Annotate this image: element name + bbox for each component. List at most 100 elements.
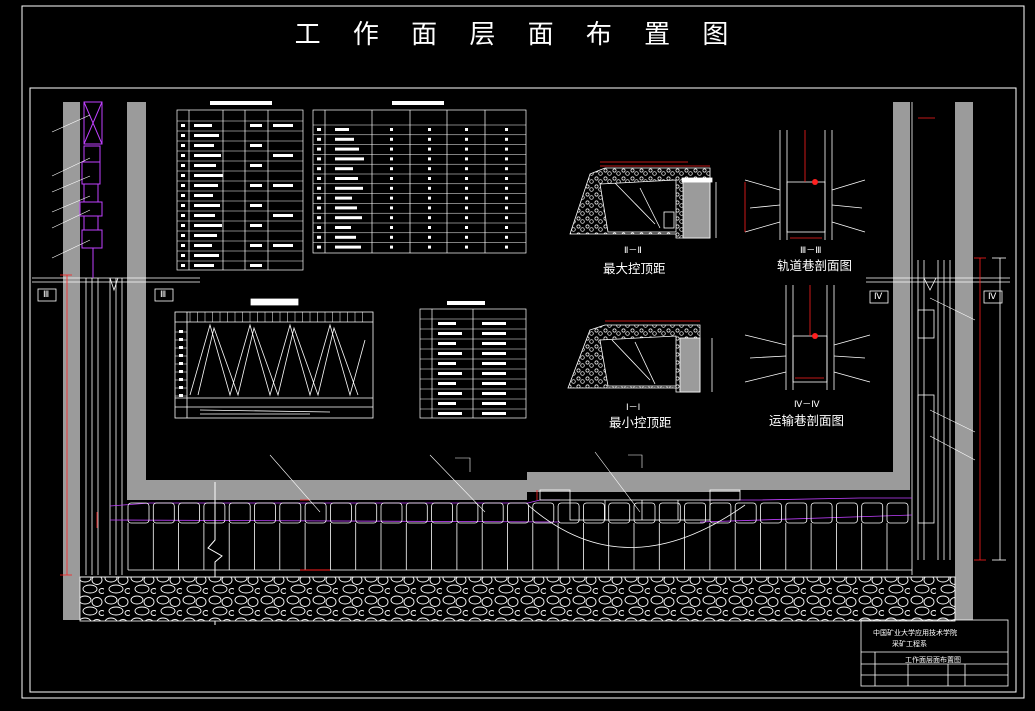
table-cell-text [335,245,361,249]
table-cell-text [465,235,468,239]
table-cell-text [505,137,508,141]
hydraulic-support-canopy [127,502,150,524]
table-cell-text [335,147,359,151]
caption-min-roof: 最小控顶距 [609,415,672,430]
title-block-school: 中国矿业大学应用技术学院 [873,629,957,637]
table-cell-text [317,177,321,180]
table-cell-text [250,224,262,227]
track-roadway-section [744,130,866,240]
min-roof-section [567,320,713,393]
hydraulic-support-canopy [203,502,226,524]
table-cell-text [181,254,185,257]
table-cell-text [428,226,431,229]
table-cell-text [465,147,468,151]
table-cell-text [194,124,212,127]
table-cell-text [194,194,213,197]
chart-tick-text [179,386,183,389]
table-cell-text [317,206,321,210]
table-title-text [210,101,272,105]
table-cell-text [194,204,220,207]
right-roadway [866,102,1010,575]
hydraulic-support-canopy [456,502,479,524]
section-label-max-roman: Ⅱ－Ⅱ [624,246,642,256]
title-block-dept: 采矿工程系 [892,640,927,648]
hydraulic-support-canopy [785,502,808,524]
face-equipment-table-rows [313,101,526,249]
table-cell-text [438,412,462,415]
table-cell-text [181,134,185,137]
table-cell-text [505,147,508,151]
table-cell-text [273,184,293,187]
table-cell-text [505,216,508,220]
table-cell-text [505,235,508,239]
table-cell-text [390,206,393,210]
chart-tick-text [179,370,183,373]
table-cell-text [194,214,215,217]
table-cell-text [428,167,431,171]
table-cell-text [505,128,508,131]
table-cell-text [390,245,393,249]
hydraulic-support-canopy [583,502,605,524]
hydraulic-support-canopy [279,502,302,524]
table-cell-text [428,157,431,161]
table-cell-text [465,216,468,220]
table-cell-text [273,214,293,217]
table-cell-text [428,235,431,239]
hydraulic-support-canopy [532,502,555,524]
table-cell-text [482,382,506,385]
hydraulic-support-canopy [633,502,656,524]
table-cell-text [250,164,262,167]
chart-tick-text [179,394,183,397]
table-cell-text [428,196,431,200]
table-cell-text [390,128,393,131]
face-equipment-table [312,109,527,254]
table-cell-text [390,196,393,200]
hydraulic-support-canopy [178,502,201,524]
section-mark-right-a: Ⅳ [874,292,883,302]
table-cell-text [390,216,393,220]
table-cell-text [505,186,508,190]
hydraulic-support-canopy [304,502,327,524]
title-block-drawing-name: 工作面层面布置图 [905,656,961,664]
table-cell-text [194,244,212,247]
table-cell-text [335,196,352,200]
table-cell-text [465,206,468,210]
table-cell-text [482,352,506,355]
table-cell-text [194,174,223,177]
hydraulic-support-canopy [481,502,504,524]
table-cell-text [428,206,431,210]
table-cell-text [428,128,431,131]
table-cell-text [505,245,508,249]
table-cell-text [194,134,219,137]
table-cell-text [273,124,293,127]
table-cell-text [482,402,506,405]
table-cell-text [181,264,185,267]
table-cell-text [194,254,219,257]
table-cell-text [194,234,217,237]
haulage-roadway-section [744,285,871,390]
table-cell-text [181,224,185,227]
table-cell-text [181,124,185,127]
chart-tick-text [179,338,183,341]
hydraulic-supports [127,502,912,571]
drawing-title: 工 作 面 层 面 布 置 图 [294,20,741,50]
table-title-text [392,101,444,105]
table-cell-text [317,186,321,190]
left-leader-lines [51,114,91,259]
table-cell-text [390,147,393,151]
section-label-track-roman: Ⅲ－Ⅲ [800,246,822,256]
hydraulic-support-canopy [886,502,909,524]
shearer [527,489,746,548]
table-cell-text [438,342,456,345]
table-title-text [447,301,485,305]
table-cell-text [273,244,293,247]
chart-tick-text [179,330,183,333]
face-leader-lines [269,451,643,513]
hydraulic-support-canopy [709,502,732,524]
chart-tick-text [179,362,183,365]
table-cell-text [482,412,506,415]
table-cell-text [505,206,508,210]
table-cell-text [317,147,321,151]
table-cell-text [465,167,468,171]
table-cell-text [335,206,357,210]
